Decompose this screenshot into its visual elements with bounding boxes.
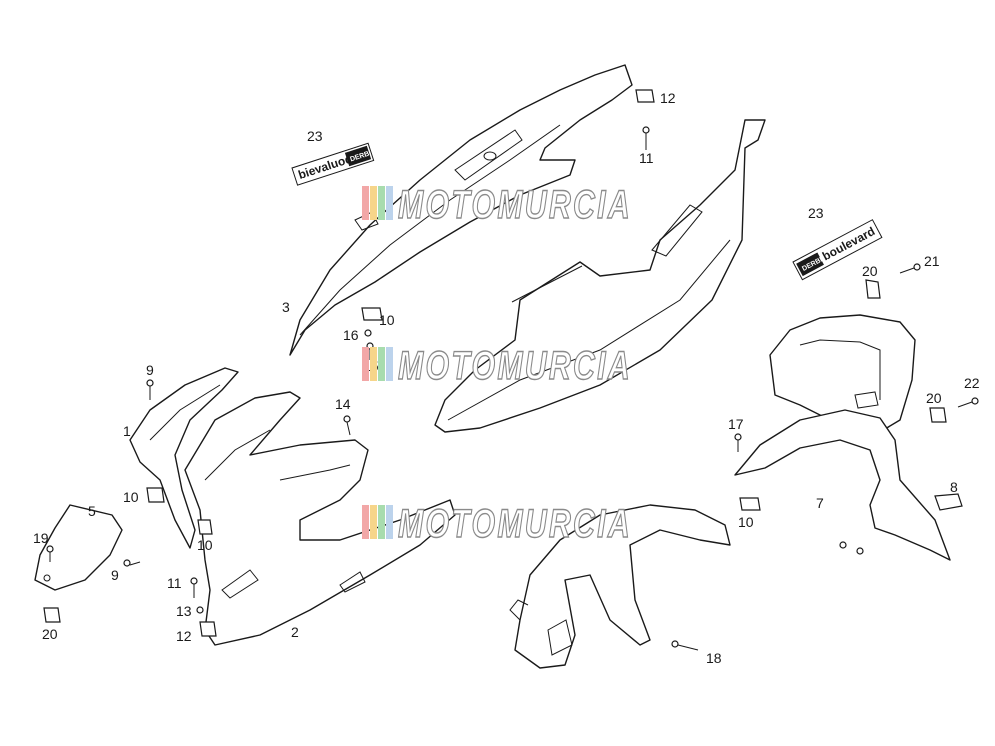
- callout-10-left: 10: [123, 489, 139, 505]
- watermark-middle: MOTOMURCIA: [362, 343, 632, 389]
- callout-10-rear: 10: [738, 514, 754, 530]
- watermark-stripe-3: [378, 186, 385, 220]
- callout-9-top: 9: [146, 362, 154, 378]
- callout-1: 1: [123, 423, 131, 439]
- part-1-front-strip: [129, 367, 239, 549]
- callout-20-right: 20: [862, 263, 878, 279]
- watermark-stripe-1: [362, 505, 369, 539]
- part-2-front-fairing: [184, 391, 456, 646]
- part-7-rear-mudguard: [734, 314, 951, 561]
- washer-13: [196, 606, 204, 614]
- callout-11-top: 11: [639, 150, 654, 166]
- callout-14: 14: [335, 396, 351, 412]
- callout-20-rear: 20: [926, 390, 942, 406]
- clip-10-left: [146, 487, 165, 503]
- watermark-stripe-3: [378, 347, 385, 381]
- callout-16: 16: [343, 327, 359, 343]
- screw-9-lower: [123, 559, 141, 567]
- watermark-stripe-4: [386, 505, 393, 539]
- clip-20-right: [865, 279, 881, 299]
- washer-16: [364, 329, 372, 337]
- watermark-bottom: MOTOMURCIA: [362, 501, 632, 547]
- right-side-cover: [434, 119, 766, 433]
- callout-22: 22: [964, 375, 980, 391]
- callout-13: 13: [176, 603, 192, 619]
- clip-20-left: [43, 607, 61, 623]
- screw-11-lower: [190, 577, 198, 598]
- watermark-top: MOTOMURCIA: [362, 182, 632, 228]
- callout-2: 2: [291, 624, 299, 640]
- clip-10-top: [361, 307, 383, 321]
- screw-14: [343, 415, 351, 436]
- callout-5: 5: [88, 503, 96, 519]
- decal-left: bievaluod DERBI: [291, 142, 375, 186]
- callout-10-top: 10: [379, 312, 395, 328]
- callout-7: 7: [816, 495, 824, 511]
- decal-left-text: bievaluod: [296, 151, 354, 182]
- watermark-text: MOTOMURCIA: [398, 502, 632, 546]
- callout-12-lower: 12: [176, 628, 192, 644]
- screw-18: [671, 640, 699, 651]
- callout-23-right: 23: [808, 205, 824, 221]
- callout-8: 8: [950, 479, 958, 495]
- screw-9-top: [146, 379, 154, 400]
- nut-rear: [856, 547, 864, 555]
- clip-12-lower: [199, 621, 217, 637]
- watermark-text: MOTOMURCIA: [398, 183, 632, 227]
- clip-10-rear: [739, 497, 761, 511]
- clip-20-rear: [929, 407, 947, 423]
- watermark-text: MOTOMURCIA: [398, 344, 632, 388]
- watermark-stripe-4: [386, 347, 393, 381]
- watermark-stripe-2: [370, 347, 377, 381]
- callout-11-lower: 11: [167, 575, 182, 591]
- watermark-stripe-1: [362, 186, 369, 220]
- screw-22: [957, 397, 979, 408]
- clip-10-middle: [197, 519, 213, 535]
- clip-12-top: [635, 89, 655, 103]
- callout-23-left: 23: [307, 128, 323, 144]
- screw-21: [899, 263, 921, 274]
- washer-rear: [839, 541, 847, 549]
- callout-3: 3: [282, 299, 290, 315]
- watermark-stripe-2: [370, 505, 377, 539]
- screw-11-top: [642, 126, 650, 150]
- part-5-small-cover: [34, 504, 123, 591]
- callout-9-lower: 9: [111, 567, 119, 583]
- callout-21: 21: [924, 253, 940, 269]
- watermark-stripe-4: [386, 186, 393, 220]
- watermark-stripe-2: [370, 186, 377, 220]
- screw-17: [734, 433, 742, 452]
- hardware: [43, 89, 979, 651]
- callout-20-left: 20: [42, 626, 58, 642]
- callout-18: 18: [706, 650, 722, 666]
- callout-10-middle: 10: [197, 537, 213, 553]
- watermark-stripe-1: [362, 347, 369, 381]
- callout-12-top: 12: [660, 90, 676, 106]
- bracket-8: [934, 493, 963, 511]
- callout-17: 17: [728, 416, 744, 432]
- callout-19: 19: [33, 530, 49, 546]
- part-18-front-fender: [509, 504, 731, 669]
- screw-19: [46, 545, 54, 562]
- watermark-stripe-3: [378, 505, 385, 539]
